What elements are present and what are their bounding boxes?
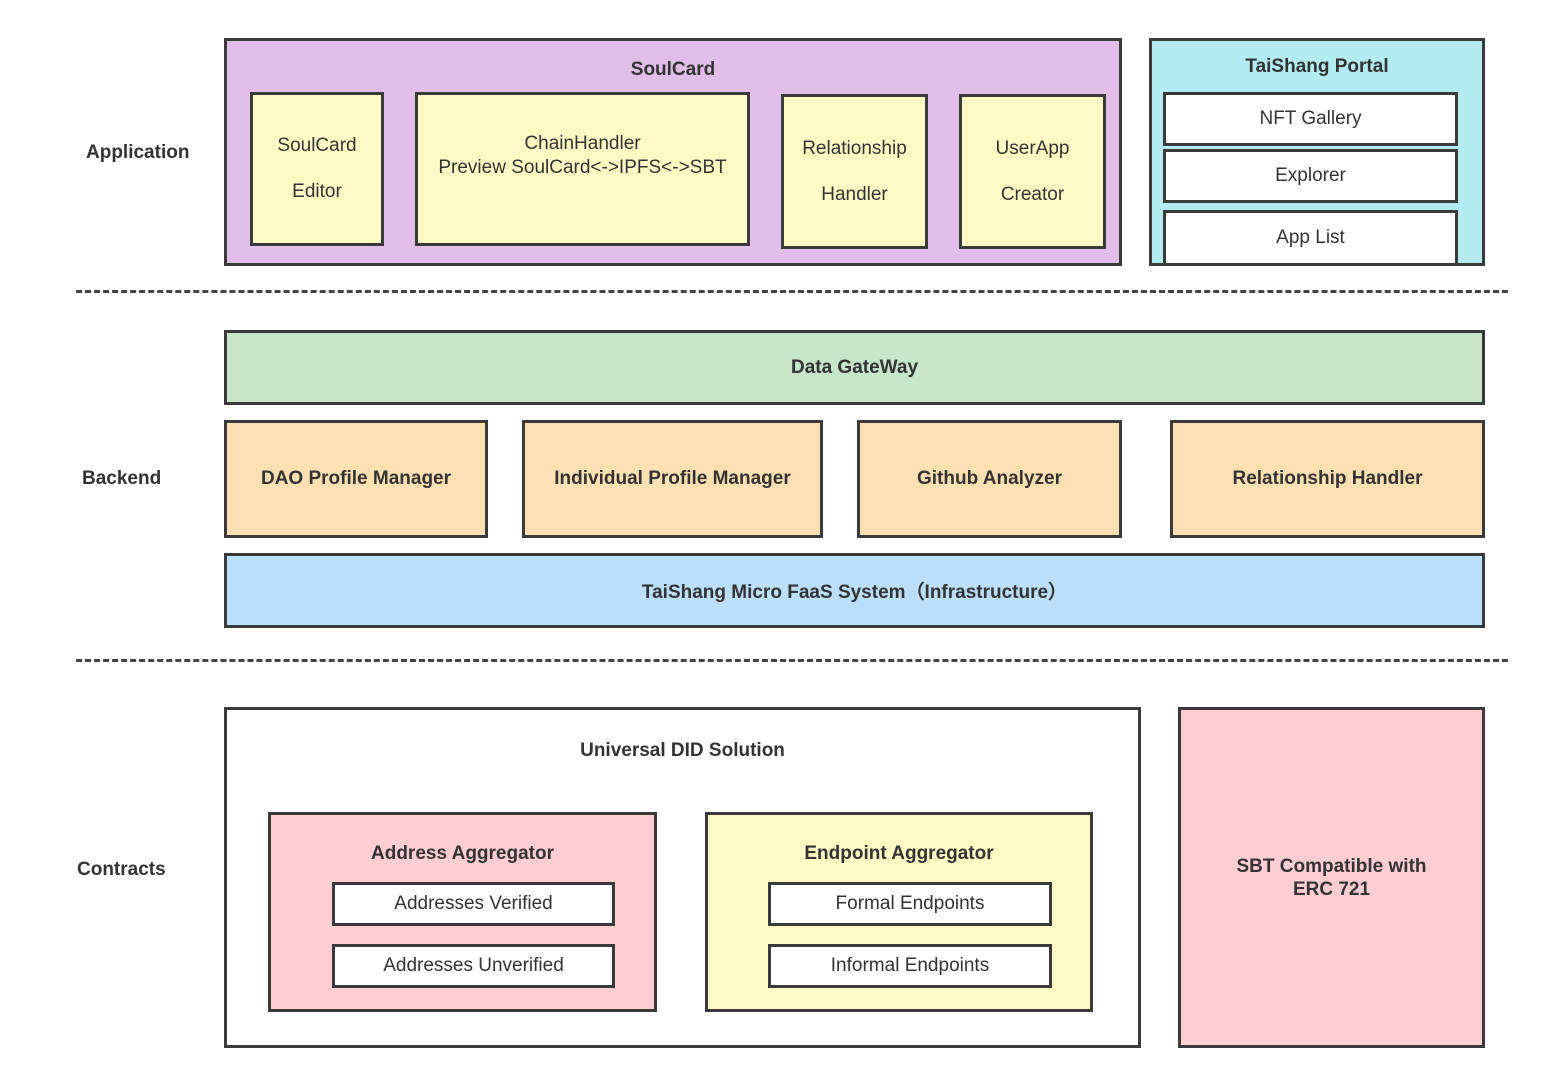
relationship-handler-backend: Relationship Handler bbox=[1170, 420, 1485, 538]
layer-label-backend: Backend bbox=[82, 468, 162, 489]
informal-endpoints-item: Informal Endpoints bbox=[768, 944, 1052, 988]
chain-handler-line1: ChainHandler bbox=[524, 133, 641, 154]
taishang-micro-faas-system: TaiShang Micro FaaS System（Infrastructur… bbox=[224, 553, 1485, 628]
layer-label-application: Application bbox=[86, 142, 190, 163]
layer-label-contracts: Contracts bbox=[77, 859, 166, 880]
chain-handler-module: ChainHandler Preview SoulCard<->IPFS<->S… bbox=[415, 92, 750, 246]
userapp-creator-line2: Creator bbox=[1000, 183, 1065, 205]
relationship-handler-line2: Handler bbox=[821, 183, 888, 205]
sbt-compatible-box: SBT Compatible with ERC 721 bbox=[1178, 707, 1485, 1048]
universal-did-solution-title: Universal DID Solution bbox=[580, 740, 785, 761]
soulcard-editor-module: SoulCard Editor bbox=[250, 92, 384, 246]
portal-item-explorer: Explorer bbox=[1163, 149, 1458, 203]
relationship-handler-module: Relationship Handler bbox=[781, 94, 928, 249]
relationship-handler-line1: Relationship bbox=[802, 137, 907, 159]
sbt-compatible-line2: ERC 721 bbox=[1292, 878, 1371, 900]
layer-divider-top bbox=[76, 290, 1508, 293]
portal-item-app-list: App List bbox=[1163, 210, 1458, 266]
sbt-compatible-line1: SBT Compatible with bbox=[1236, 855, 1427, 877]
taishang-portal-title: TaiShang Portal bbox=[1245, 56, 1389, 77]
endpoint-aggregator-title: Endpoint Aggregator bbox=[804, 843, 994, 864]
layer-divider-bottom bbox=[76, 659, 1508, 662]
soulcard-title: SoulCard bbox=[630, 59, 716, 80]
userapp-creator-line1: UserApp bbox=[995, 137, 1070, 159]
addresses-verified-item: Addresses Verified bbox=[332, 882, 615, 926]
formal-endpoints-item: Formal Endpoints bbox=[768, 882, 1052, 926]
soulcard-editor-line1: SoulCard bbox=[277, 135, 357, 156]
userapp-creator-module: UserApp Creator bbox=[959, 94, 1106, 249]
data-gateway: Data GateWay bbox=[224, 330, 1485, 405]
dao-profile-manager: DAO Profile Manager bbox=[224, 420, 488, 538]
portal-item-nft-gallery: NFT Gallery bbox=[1163, 92, 1458, 146]
soulcard-editor-line2: Editor bbox=[292, 181, 342, 202]
github-analyzer: Github Analyzer bbox=[857, 420, 1122, 538]
address-aggregator-title: Address Aggregator bbox=[371, 843, 554, 864]
individual-profile-manager: Individual Profile Manager bbox=[522, 420, 823, 538]
addresses-unverified-item: Addresses Unverified bbox=[332, 944, 615, 988]
chain-handler-line2: Preview SoulCard<->IPFS<->SBT bbox=[438, 157, 727, 178]
